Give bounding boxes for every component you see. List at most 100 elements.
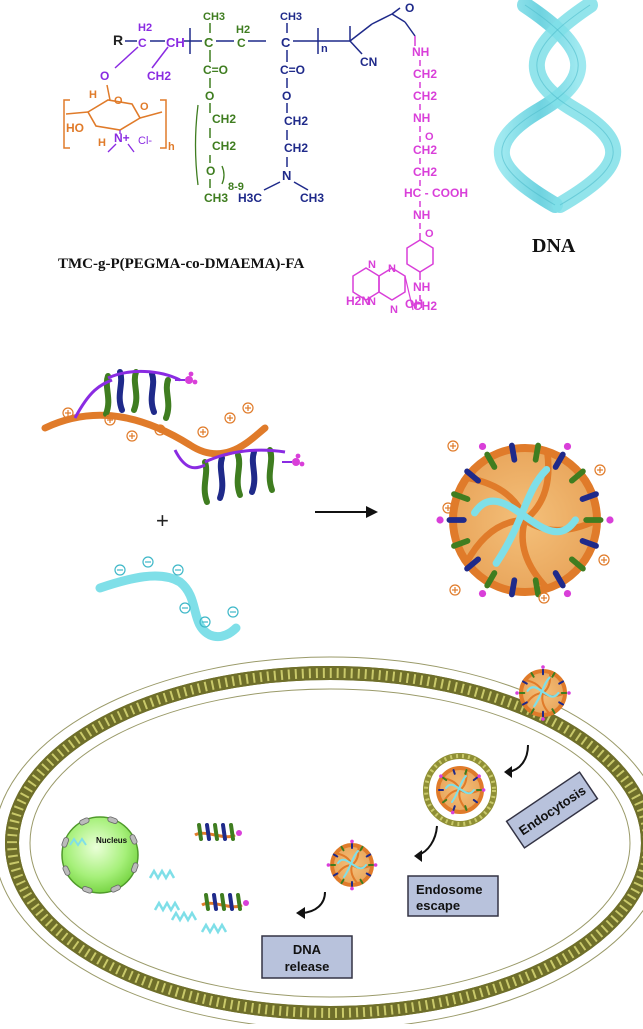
graft-chain [221,823,227,841]
nuclear-pore [129,834,138,845]
folate-icon [243,900,249,906]
charge-icon [594,464,606,476]
nh-fa-2: NH [413,111,430,125]
pegma-chain: C=O O CH2 CH2 O 8-9 CH3 [194,50,244,205]
dna-fragment [148,868,176,881]
co-dmaema: C=O [280,63,305,77]
cell-illustration: Nucleus Endocytosis E [0,656,643,1029]
polymer-backbone [41,411,269,458]
tmc-unit: CH2 O H HO H O O N+ Cl- h [63,46,175,153]
charge-icon [447,440,459,452]
endosome-text: Endosome [416,882,482,897]
tmc-h-2: H [98,137,106,149]
nh-fa-3: NH [413,208,430,222]
complexation-step: + [41,369,614,642]
graft-chain [359,878,364,885]
graft-chain [569,556,586,572]
charge-icon [197,426,209,438]
n-dmaema: N [282,168,291,183]
folate-icon [478,589,487,598]
dna-label: DNA [532,235,576,257]
graft-chain [569,468,586,484]
graft-chain [131,369,140,413]
ch2-fa-3: CH2 [413,143,437,157]
graft-chain [228,893,234,911]
graft-chain [452,769,456,775]
graft-chain [359,845,364,852]
graft-chain [442,776,448,782]
graft-chain [558,680,565,685]
dmaema-chain: C=O O CH2 CH2 N H3C CH3 [238,50,324,205]
graft-chain [197,823,203,841]
graft-chain [332,872,339,877]
h2-a: H2 [138,22,152,34]
o-top: O [405,1,414,15]
graft-chain [220,893,226,911]
ch2-dmaema-1: CH2 [284,114,308,128]
charge-icon [104,414,116,426]
label-endocytosis: Endocytosis [505,771,599,849]
cn-group: CN [360,55,377,69]
ch2-fa-2: CH2 [413,89,437,103]
ch2-pegma-1: CH2 [212,112,236,126]
graft-chain [116,369,125,413]
folate-icon [450,810,455,815]
c-pegma: C [204,35,214,50]
nucleus-label: Nucleus [96,836,128,845]
polymer-label: TMC-g-P(PEGMA-co-DMAEMA)-FA [58,256,304,272]
charge-icon [449,584,461,596]
polyplex-escaped [326,839,378,891]
graft-chain [521,701,528,706]
folate-icon [185,376,193,384]
dna-strand [95,571,241,642]
tmc-o-2: O [140,101,149,113]
graft-chain [551,708,556,715]
dna-fragment [200,922,228,935]
graft-chain [204,893,210,911]
dna-fragment [170,910,198,923]
graft-chain [558,701,565,706]
graft-chain [472,798,478,804]
n-pteridine-3: N [368,296,376,308]
charge-icon [126,430,138,442]
graft-chain [103,373,112,417]
plus-sign: + [156,508,169,533]
graft-chain [451,491,471,502]
ch3-dmaema: CH3 [280,11,302,23]
charge-icon [154,424,166,436]
ch-a: CH [166,35,185,50]
ch3-dmaema-end: CH3 [300,191,324,205]
nh-fa-4: NH [413,280,430,294]
ch3-pegma-end: CH3 [204,191,228,205]
folate-icon [541,665,545,669]
graft-chain [201,459,210,505]
graft-chain [452,805,456,811]
dna-fragment [153,900,181,913]
graft-chain [236,893,242,911]
svg-text:O: O [100,69,109,83]
graft-chain [532,442,542,463]
folate-icon [606,516,614,524]
oh-group: OH [405,297,423,311]
n-pteridine-4: N [390,304,398,316]
folate-icon [350,839,354,844]
tmc-o-1: O [114,95,123,107]
folate-icon [477,774,481,778]
graft-chain [530,708,535,715]
graft-chain [579,538,599,549]
h2-b: H2 [236,24,250,36]
arrow-head-icon [366,506,378,518]
charge-icon [224,412,236,424]
folate-icon [236,830,242,836]
graft-chain [234,452,243,498]
charge-icon [199,616,211,628]
o-fa-2: O [425,228,434,240]
charge-icon [62,407,74,419]
h3c-group: H3C [238,191,262,205]
graft-chain [451,538,471,549]
o-fa-1: O [425,131,434,143]
dna-release-text-1: DNA [293,942,322,957]
graft-chain [551,671,556,678]
